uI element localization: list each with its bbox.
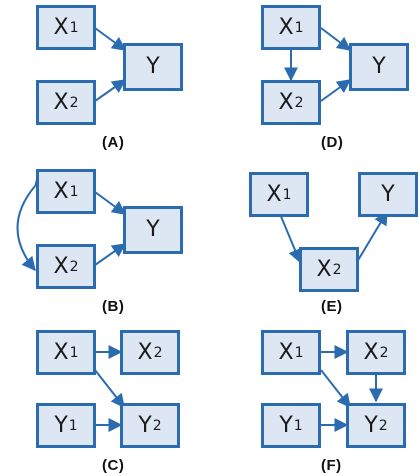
node-subscript: 1 [282, 186, 292, 203]
node-label: Y [138, 412, 152, 438]
node-subscript: 2 [379, 344, 389, 361]
node-label: X [53, 339, 69, 365]
node-subscript: 1 [69, 19, 79, 36]
node-label: Y [146, 217, 160, 242]
edge-a-x2-y [94, 79, 127, 102]
node-label: Y [146, 54, 160, 79]
node-subscript: 1 [68, 417, 78, 434]
node-label: X [266, 181, 282, 207]
node-subscript: 2 [378, 417, 388, 434]
node-subscript: 1 [294, 344, 304, 361]
node-label: X [363, 339, 379, 365]
edge-b-x1-x2-bidirectional [16, 171, 49, 272]
panel-label-f: (F) [321, 457, 342, 474]
node-label: X [316, 256, 332, 282]
node-subscript: 1 [69, 183, 79, 200]
node-label: Y [54, 412, 68, 438]
panel-label-c: (C) [102, 457, 125, 474]
node-subscript: 1 [293, 417, 303, 434]
node-label: X [53, 14, 69, 40]
node-label: X [278, 14, 294, 40]
node-subscript: 2 [332, 261, 342, 278]
edge-b-x1-y [94, 191, 127, 215]
node-a-y: Y [123, 43, 183, 91]
panel-label-b: (B) [102, 298, 125, 315]
edge-e-x2-y [356, 210, 388, 263]
node-subscript: 2 [294, 94, 304, 111]
panel-label-d: (D) [321, 134, 344, 151]
node-label: Y [364, 412, 378, 438]
edge-b-x2-y [94, 243, 127, 266]
node-label: Y [372, 54, 386, 79]
node-label: X [53, 178, 69, 204]
node-e-y: Y [358, 172, 418, 217]
edge-d-x1-y [320, 27, 352, 51]
panel-label-e: (E) [321, 298, 343, 315]
node-d-y: Y [349, 43, 409, 91]
node-b-y: Y [123, 206, 183, 254]
edge-a-x1-y [94, 27, 127, 51]
node-label: X [53, 253, 69, 279]
panel-label-a: (A) [102, 134, 125, 151]
node-subscript: 2 [153, 344, 163, 361]
node-label: X [278, 339, 294, 365]
node-subscript: 2 [69, 258, 79, 275]
node-label: X [278, 89, 294, 115]
node-subscript: 2 [69, 94, 79, 111]
node-subscript: 1 [69, 344, 79, 361]
node-label: X [53, 89, 69, 115]
node-label: Y [381, 181, 395, 207]
node-subscript: 1 [294, 19, 304, 36]
node-label: X [137, 339, 153, 365]
node-subscript: 2 [152, 417, 162, 434]
edge-d-x2-y [320, 79, 352, 102]
node-label: Y [279, 412, 293, 438]
edge-e-x1-x2 [279, 213, 302, 264]
edge-f-x1-y2 [320, 369, 351, 409]
edge-c-x1-y2 [94, 369, 125, 409]
